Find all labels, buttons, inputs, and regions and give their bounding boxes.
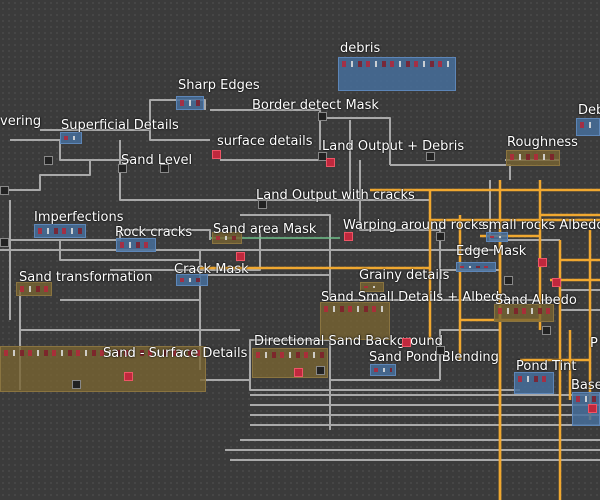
graph-node[interactable]	[318, 152, 327, 161]
label-sand-albedo[interactable]: Sand Albedo	[495, 293, 577, 308]
label-grainy-details[interactable]: Grainy details	[359, 268, 450, 283]
graph-node[interactable]	[0, 186, 9, 195]
label-small-rocks-albedo[interactable]: small rocks Albedo	[482, 218, 600, 233]
label-right-edge-p[interactable]: P	[590, 336, 598, 351]
graph-node[interactable]	[236, 252, 245, 261]
frame-grainy-details[interactable]	[360, 282, 384, 292]
frame-directional-sand-background[interactable]	[252, 348, 328, 378]
frame-sharp-edges[interactable]	[176, 96, 204, 110]
graph-node[interactable]	[0, 238, 9, 247]
label-surface-details[interactable]: surface details	[217, 134, 313, 149]
label-warping-around-rocks[interactable]: Warping around rocks	[343, 218, 486, 233]
label-superficial-details[interactable]: Superficial Details	[61, 118, 179, 133]
frame-imperfections[interactable]	[34, 224, 86, 238]
graph-node[interactable]	[588, 404, 597, 413]
graph-node[interactable]	[316, 366, 325, 375]
graph-node[interactable]	[344, 232, 353, 241]
frame-rock-cracks[interactable]	[116, 238, 156, 252]
label-roughness[interactable]: Roughness	[507, 135, 578, 150]
frame-sand-surface-details[interactable]	[0, 346, 206, 392]
frame-base[interactable]	[572, 392, 600, 426]
graph-node[interactable]	[542, 326, 551, 335]
label-land-output-cracks[interactable]: Land Output with cracks	[256, 188, 415, 203]
label-debris-right[interactable]: Debr	[578, 103, 600, 118]
graph-node[interactable]	[44, 156, 53, 165]
frame-roughness[interactable]	[506, 150, 560, 166]
label-sand-small-details-albedo[interactable]: Sand Small Details + Albedo	[321, 290, 508, 305]
graph-node[interactable]	[436, 232, 445, 241]
label-border-detect-mask[interactable]: Border detect Mask	[252, 98, 379, 113]
label-land-output-debris[interactable]: Land Output + Debris	[322, 139, 465, 154]
label-pond-tint[interactable]: Pond Tint	[516, 359, 577, 374]
graph-node[interactable]	[124, 372, 133, 381]
label-edge-mask[interactable]: Edge Mask	[456, 244, 527, 259]
label-debris[interactable]: debris	[340, 41, 381, 56]
graph-node[interactable]	[326, 158, 335, 167]
frame-sand-albedo[interactable]	[494, 304, 554, 322]
frame-sand-area-mask[interactable]	[212, 232, 242, 244]
frame-crack-mask[interactable]	[176, 274, 208, 286]
label-directional-sand-background[interactable]: Directional Sand Background	[254, 334, 443, 349]
frame-sand-pond-blending[interactable]	[370, 364, 396, 376]
graph-node[interactable]	[504, 276, 513, 285]
graph-node[interactable]	[402, 338, 411, 347]
label-sand-pond-blending[interactable]: Sand Pond Blending	[369, 350, 499, 365]
frame-pond-tint[interactable]	[514, 372, 554, 394]
label-sand-transformation[interactable]: Sand transformation	[19, 270, 153, 285]
frame-sand-transformation[interactable]	[16, 282, 52, 296]
frame-small-rocks-albedo[interactable]	[486, 232, 508, 242]
graph-node[interactable]	[318, 112, 327, 121]
graph-node[interactable]	[426, 152, 435, 161]
graph-node[interactable]	[436, 346, 445, 355]
label-base[interactable]: Base	[571, 378, 600, 393]
label-rock-cracks[interactable]: Rock cracks	[115, 225, 193, 240]
graph-node[interactable]	[294, 368, 303, 377]
graph-node[interactable]	[538, 258, 547, 267]
label-sand-level[interactable]: Sand Level	[121, 153, 193, 168]
label-sand-surface-details[interactable]: Sand - Surface Details	[103, 346, 248, 361]
frame-debris-right[interactable]	[576, 118, 600, 136]
frame-debris[interactable]	[338, 57, 456, 91]
frame-sand-small-details-albedo[interactable]	[320, 302, 390, 340]
graph-node[interactable]	[552, 278, 561, 287]
frame-edge-mask[interactable]	[456, 262, 496, 272]
label-layering[interactable]: vering	[0, 114, 42, 129]
label-crack-mask[interactable]: Crack Mask	[174, 262, 249, 277]
graph-node[interactable]	[118, 164, 127, 173]
label-sand-area-mask[interactable]: Sand area Mask	[213, 222, 317, 237]
label-imperfections[interactable]: Imperfections	[34, 210, 124, 225]
graph-node[interactable]	[212, 150, 221, 159]
label-sharp-edges[interactable]: Sharp Edges	[178, 78, 260, 93]
graph-node[interactable]	[160, 164, 169, 173]
graph-node[interactable]	[258, 200, 267, 209]
frame-superficial-details[interactable]	[60, 132, 82, 144]
graph-node[interactable]	[72, 380, 81, 389]
